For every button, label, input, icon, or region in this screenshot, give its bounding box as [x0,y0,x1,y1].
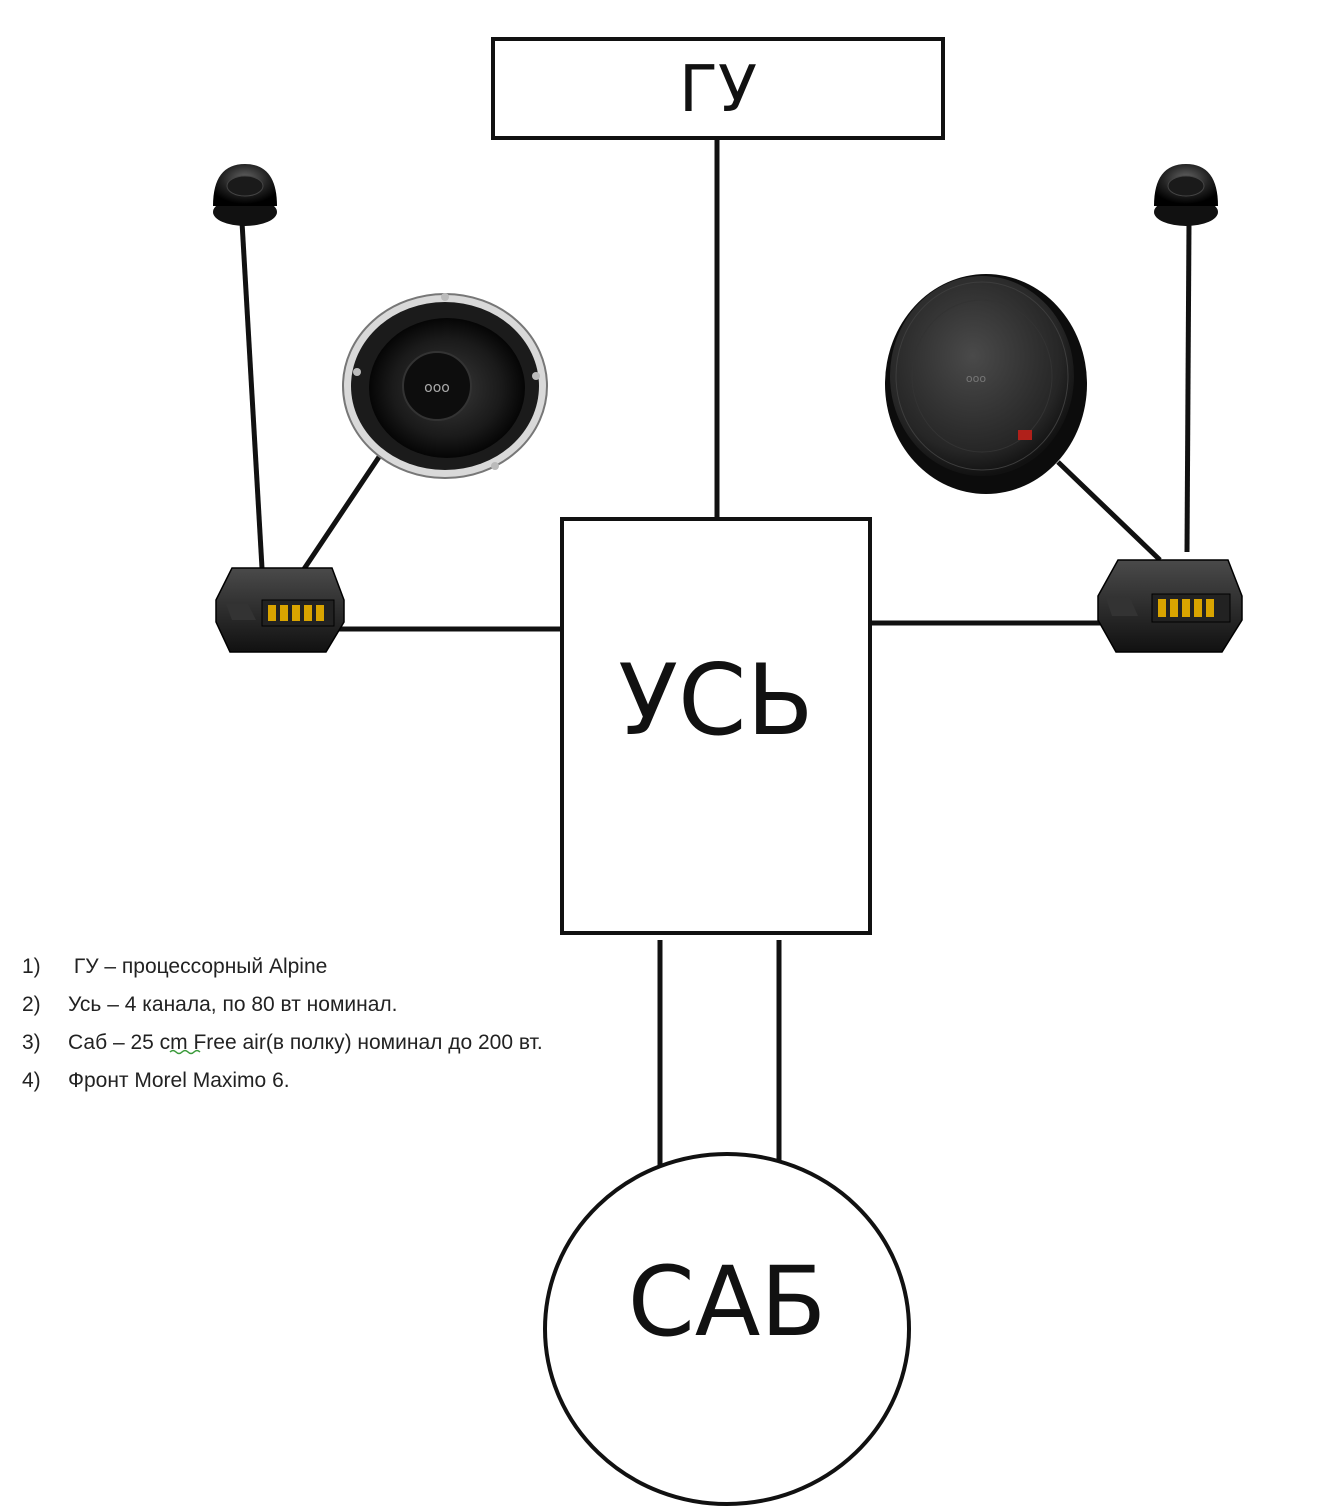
note-item: 4) Фронт Morel Maximo 6. [22,1066,543,1104]
note-number: 4) [22,1069,41,1092]
amplifier-box [560,517,872,935]
note-text: Фронт Morel Maximo 6. [68,1069,290,1092]
note-item: 2) Усь – 4 канала, по 80 вт номинал. [22,990,543,1028]
note-text: Усь – 4 канала, по 80 вт номинал. [68,993,398,1016]
right-tweeter-wire [1184,221,1192,553]
amplifier-label: УСЬ [618,644,814,758]
subwoofer-circle [543,1152,911,1506]
spellcheck-squiggle [169,1049,201,1055]
note-number: 2) [22,993,41,1016]
left-tweeter-wire [239,221,265,569]
note-text: ГУ – процессорный Alpine [68,955,328,978]
note-number: 3) [22,1031,41,1054]
tweeter-right-icon [1154,164,1218,226]
head-unit-label: ГУ [678,53,758,127]
midbass-speaker-right-icon: ooo [885,274,1087,494]
head-unit-box [491,37,945,140]
svg-text:ooo: ooo [424,380,450,396]
note-text: Саб – 25 cm Free air(в полку) номинал до… [68,1031,543,1054]
svg-text:ooo: ooo [966,372,986,385]
note-item: 3) Саб – 25 cm Free air(в полку) номинал … [22,1028,543,1066]
left-midbass-wire [299,446,388,574]
note-number: 1) [22,955,41,978]
right-midbass-wire [1056,460,1162,562]
notes-list: 1) ГУ – процессорный Alpine 2) Усь – 4 ка… [22,952,543,1104]
crossover-left-icon [215,567,345,653]
midbass-speaker-left-icon: ooo [342,293,548,479]
crossover-right-icon [1097,559,1243,653]
tweeter-left-icon [213,164,277,226]
note-item: 1) ГУ – процессорный Alpine [22,952,543,990]
subwoofer-label: САБ [627,1246,827,1358]
